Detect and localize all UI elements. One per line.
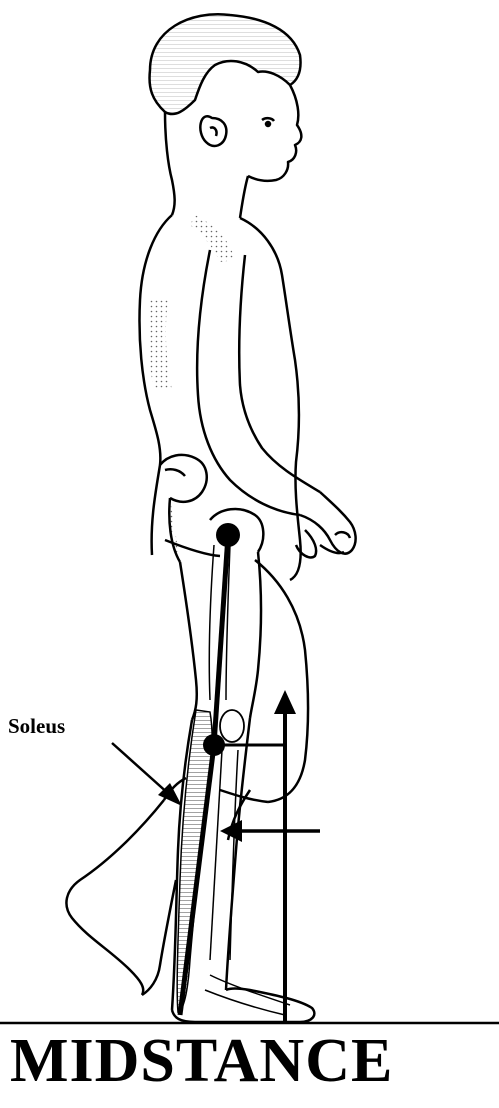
pelvis bbox=[160, 455, 263, 562]
figure-caption: MIDSTANCE bbox=[0, 1030, 499, 1092]
head bbox=[150, 14, 302, 218]
ground-reaction-arrowhead bbox=[274, 690, 296, 714]
soleus-label: Soleus bbox=[8, 714, 65, 739]
hip-joint-marker bbox=[216, 523, 240, 547]
shin-force-arrowhead bbox=[220, 820, 242, 842]
soleus-pointer-line bbox=[112, 743, 170, 795]
soleus-muscle bbox=[177, 710, 212, 1012]
